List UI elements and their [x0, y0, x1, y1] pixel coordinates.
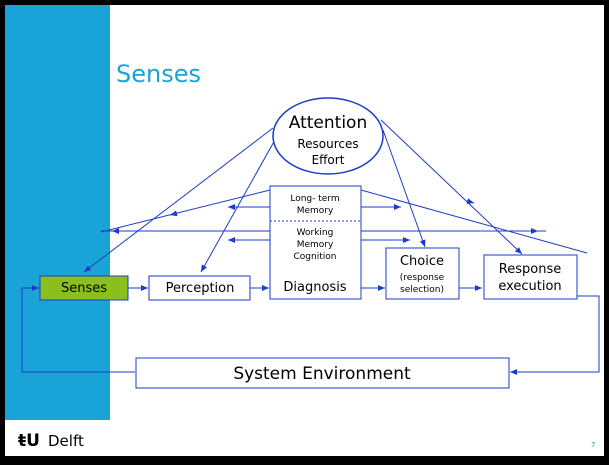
working-memory-label: Memory [297, 240, 334, 250]
response-box [483, 254, 578, 300]
senses-box [39, 275, 129, 301]
execution-label: execution [498, 279, 561, 294]
choice-box [385, 247, 460, 300]
arrow-attention-to-choice [382, 129, 426, 248]
selection-label: selection) [400, 285, 444, 295]
long-term-memory-label: Memory [297, 206, 334, 216]
response-label: Response [499, 262, 561, 277]
working-label: Working [297, 228, 334, 238]
system-environment-label: System Environment [233, 364, 411, 384]
cognition-label: Cognition [294, 252, 337, 262]
perception-label: Perception [166, 281, 235, 296]
blue-sidebar [5, 5, 110, 420]
arrow-attention-to-senses [83, 127, 274, 273]
page-number: 7 [591, 441, 595, 449]
feedback-line-outer-right [360, 189, 588, 254]
resources-label: Resources [297, 137, 358, 151]
delft-logo-text: Delft [48, 432, 84, 450]
diagnosis-label: Diagnosis [283, 280, 346, 295]
arrow-attention-to-response [380, 119, 523, 255]
system-environment-box [135, 357, 510, 389]
feedback-line-outer-left [100, 189, 271, 233]
arrow-tip-outer-right [466, 198, 475, 204]
senses-label: Senses [61, 281, 107, 296]
arrow-environment-to-senses [21, 285, 135, 373]
long-term-label: Long- term [290, 194, 339, 204]
diagnosis-box [269, 185, 362, 300]
arrow-tip-outer-left [169, 210, 179, 217]
choice-label: Choice [400, 254, 444, 269]
perception-box [148, 275, 251, 301]
arrow-attention-to-perception [200, 137, 277, 273]
response-paren-label: (response [400, 273, 445, 283]
attention-label: Attention [289, 113, 367, 133]
attention-ellipse [272, 97, 384, 175]
effort-label: Effort [312, 153, 345, 167]
arrow-response-to-environment [510, 295, 600, 375]
slide-title: Senses [116, 60, 201, 88]
tu-logo-mark: ŧU [18, 431, 40, 451]
